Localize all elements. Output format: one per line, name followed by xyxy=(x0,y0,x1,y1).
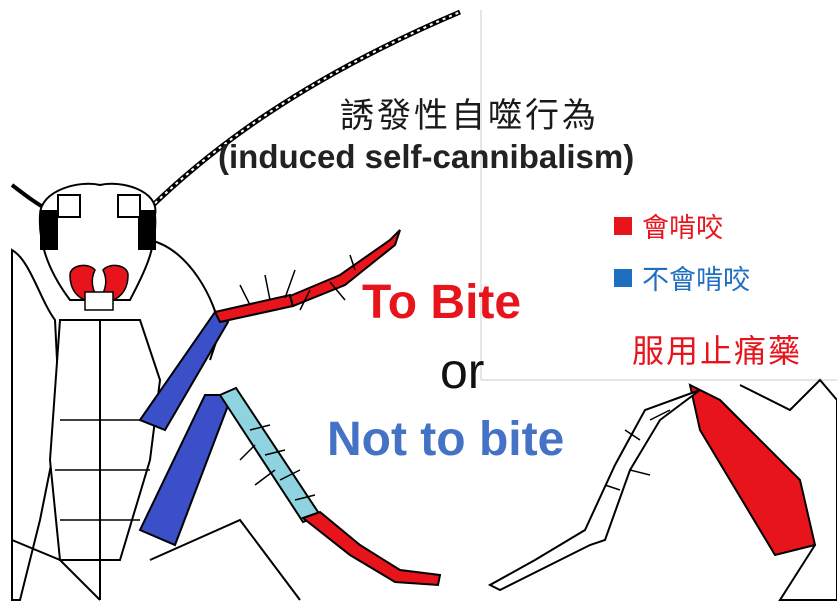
left-eye-icon xyxy=(40,210,58,250)
to-bite-text: To Bite xyxy=(362,275,521,330)
or-text: or xyxy=(440,342,484,400)
legend-label-not-bite: 不會啃咬 xyxy=(642,258,750,297)
mouthparts xyxy=(85,292,113,310)
legend-square-blue-icon xyxy=(614,269,632,287)
upper-leg-tibia-icon xyxy=(215,295,293,322)
legend-square-red-icon xyxy=(614,217,632,235)
title-chinese: 誘發性自噬行為 xyxy=(340,88,599,137)
legend-item-bite: 會啃咬 xyxy=(614,206,723,245)
not-to-bite-text: Not to bite xyxy=(327,412,564,467)
lower-leg-tibia-icon xyxy=(220,388,320,522)
left-antenna-socket xyxy=(58,195,80,217)
title-english: (induced self-cannibalism) xyxy=(218,138,634,176)
legend-label-bite: 會啃咬 xyxy=(642,206,723,245)
lower-leg-tarsus-icon xyxy=(303,512,440,585)
legend-item-not-bite: 不會啃咬 xyxy=(614,258,750,297)
right-antenna-socket xyxy=(118,195,140,217)
painkiller-note: 服用止痛藥 xyxy=(632,326,802,372)
right-leg-femur-icon xyxy=(690,385,815,555)
